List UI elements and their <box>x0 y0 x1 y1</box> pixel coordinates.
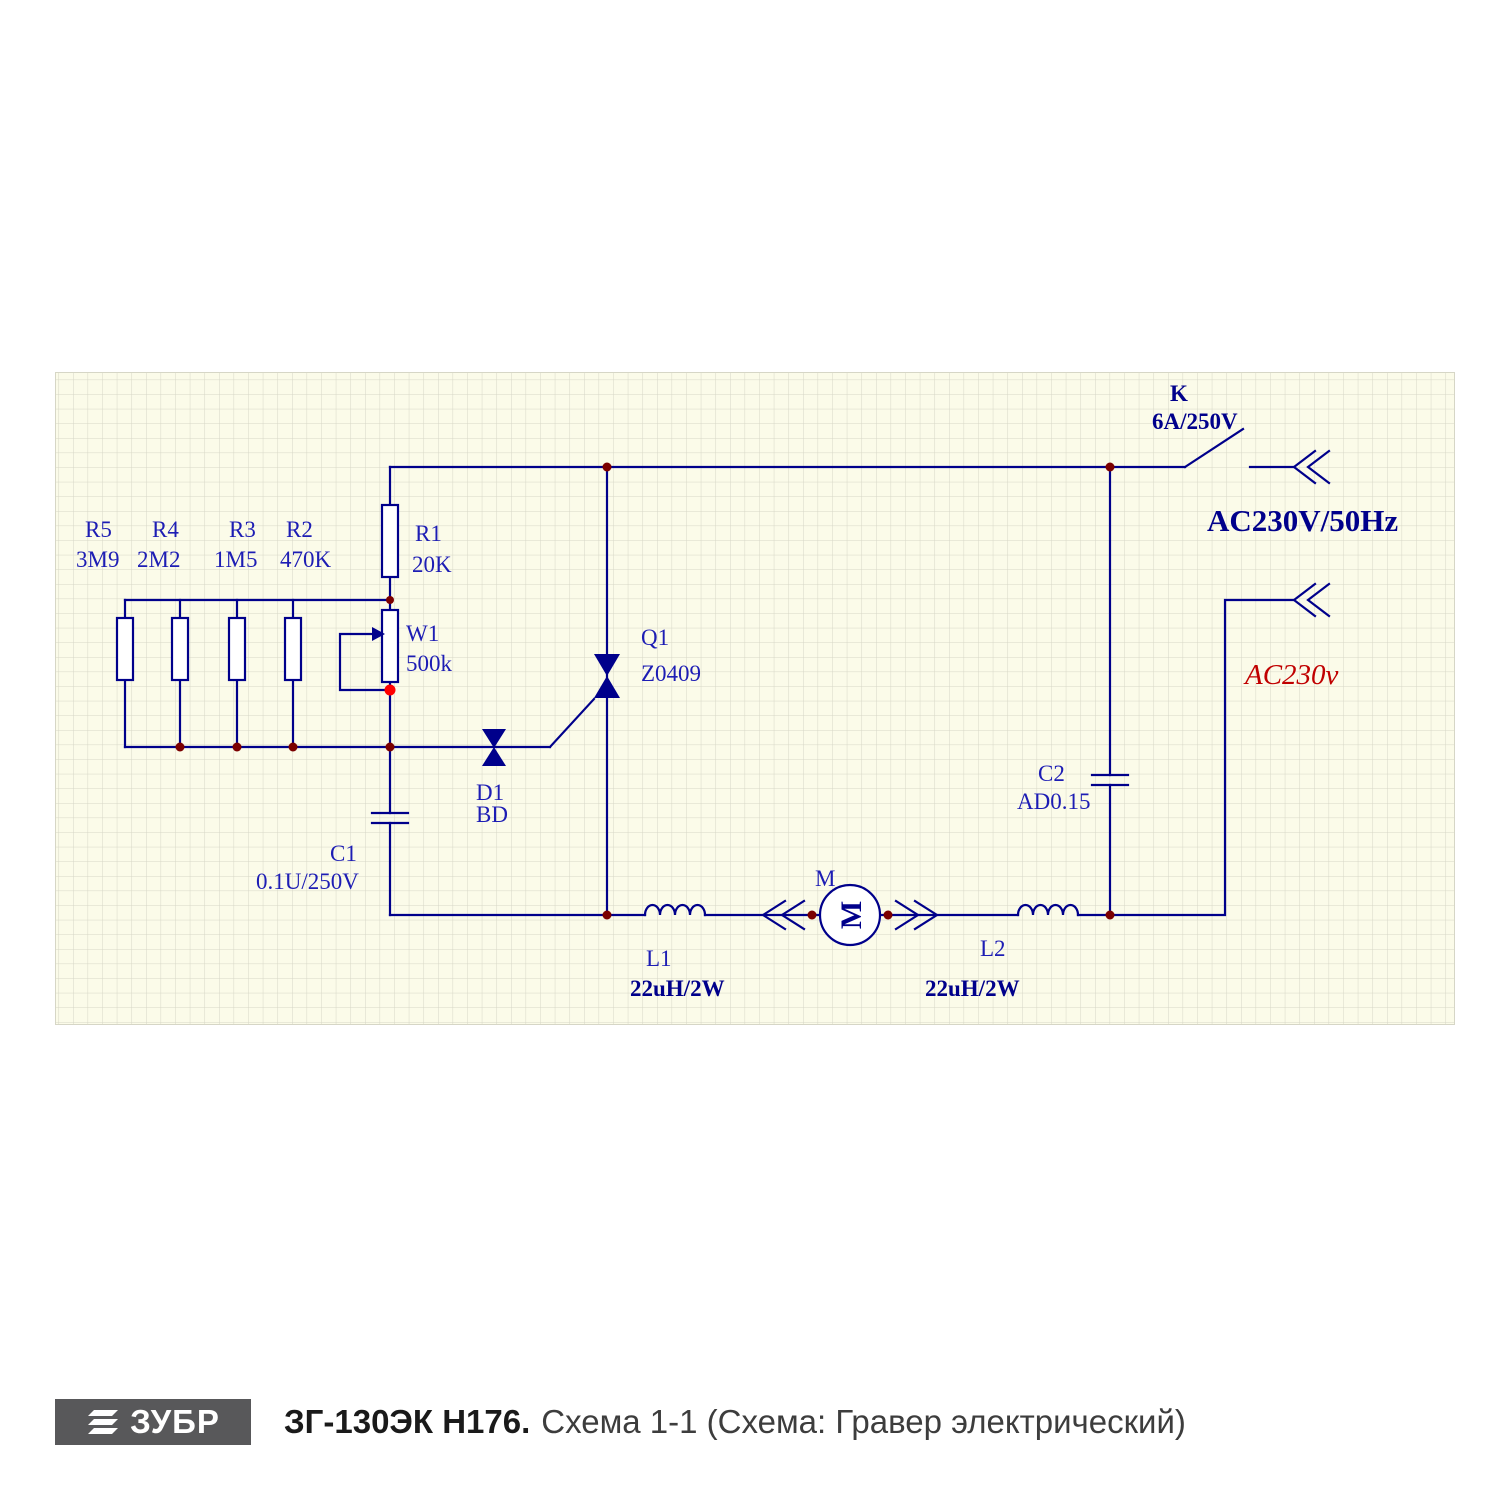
zubr-logo: ЗУБР <box>55 1399 251 1445</box>
zubr-logo-icon <box>88 1410 119 1434</box>
resistor-r5 <box>115 616 135 682</box>
resistor-r4 <box>170 616 190 682</box>
label-l1-ref: L1 <box>646 946 672 971</box>
schematic-svg: M R5 3M9 R4 2M2 <box>55 372 1455 1025</box>
label-k-value: 6A/250V <box>1152 409 1238 434</box>
label-r4-ref: R4 <box>152 517 179 542</box>
component-labels: R5 3M9 R4 2M2 R3 1M5 R2 470K R1 20K W1 5… <box>76 381 1398 1001</box>
label-r5-value: 3M9 <box>76 547 119 572</box>
mains-terminal-top <box>1292 449 1331 485</box>
label-q1-ref: Q1 <box>641 625 669 650</box>
mains-terminal-bottom <box>1292 582 1331 618</box>
label-d1-ref: D1 <box>476 780 504 805</box>
capacitor-c2 <box>1090 773 1130 787</box>
label-r3-value: 1M5 <box>214 547 257 572</box>
label-q1-value: Z0409 <box>641 661 701 686</box>
zubr-logo-text: ЗУБР <box>130 1403 220 1440</box>
capacitor-c1 <box>370 811 410 825</box>
label-c1-ref: C1 <box>330 841 357 866</box>
label-r4-value: 2M2 <box>137 547 180 572</box>
footer: ЗУБР ЗГ-130ЭК Н176. Схема 1-1 (Схема: Гра… <box>55 1398 1186 1446</box>
motor-brush-left-icon <box>760 899 806 931</box>
label-w1-ref: W1 <box>406 621 439 646</box>
wiper-arrow-icon <box>372 627 385 641</box>
label-m-ref: M <box>815 866 835 891</box>
inductor-l2 <box>1016 903 1080 917</box>
resistor-r1 <box>380 503 400 579</box>
junction-dots <box>175 462 1115 920</box>
motor-m: M <box>818 883 882 947</box>
resistor-r3 <box>227 616 247 682</box>
label-c2-ref: C2 <box>1038 761 1065 786</box>
potentiometer-w1 <box>372 608 400 684</box>
label-mains-secondary: AC230v <box>1243 659 1339 691</box>
footer-title-model: ЗГ-130ЭК Н176. <box>284 1403 531 1440</box>
motor-symbol: M <box>835 901 868 929</box>
label-w1-value: 500k <box>406 651 453 676</box>
motor-brush-right-icon <box>894 899 940 931</box>
label-r1-value: 20K <box>412 552 452 577</box>
wires <box>123 427 1296 917</box>
label-l2-value: 22uH/2W <box>925 976 1020 1001</box>
label-mains: AC230V/50Hz <box>1207 503 1398 538</box>
schematic-canvas: M R5 3M9 R4 2M2 <box>55 372 1455 1025</box>
label-k-ref: K <box>1170 381 1188 406</box>
resistor-r2 <box>283 616 303 682</box>
label-d1-value: BD <box>476 802 508 827</box>
grid-lines <box>55 372 1455 1025</box>
triac-q1 <box>594 654 620 698</box>
label-r2-value: 470K <box>280 547 332 572</box>
wiper-junction-dot <box>384 684 396 696</box>
label-c2-value: AD0.15 <box>1017 789 1090 814</box>
footer-title: ЗГ-130ЭК Н176. Схема 1-1 (Схема: Гравер э… <box>284 1403 1186 1441</box>
label-c1-value: 0.1U/250V <box>256 869 359 894</box>
label-r1-ref: R1 <box>415 521 442 546</box>
footer-title-rest: Схема 1-1 (Схема: Гравер электрический) <box>541 1403 1186 1440</box>
label-l2-ref: L2 <box>980 936 1006 961</box>
label-l1-value: 22uH/2W <box>630 976 725 1001</box>
label-r3-ref: R3 <box>229 517 256 542</box>
label-r5-ref: R5 <box>85 517 112 542</box>
inductor-l1 <box>643 903 707 917</box>
label-r2-ref: R2 <box>286 517 313 542</box>
diac-d1 <box>482 729 506 766</box>
